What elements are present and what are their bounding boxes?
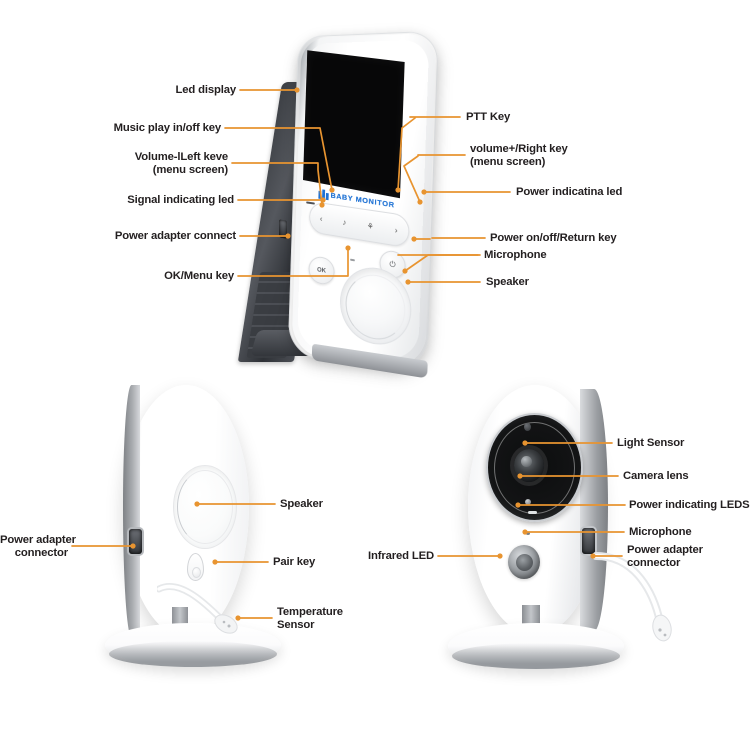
ptt-key-icon[interactable]: ⚘	[366, 220, 374, 231]
label-microphone: Microphone	[484, 249, 547, 261]
label-signal-indicating-led: Signal indicating led	[127, 194, 234, 206]
power-indicating-led	[525, 499, 531, 505]
label-led-display: Led display	[175, 84, 237, 96]
label-power-indicating-led: Power indicatina led	[516, 186, 623, 198]
label-music-play-key: Music play in/off key	[113, 122, 221, 134]
music-play-key-icon[interactable]: ♪	[342, 217, 347, 227]
label-volume-left-key: Volume-lLeft keve (menu screen)	[134, 151, 228, 176]
label-camera-lens: Camera lens	[623, 470, 689, 482]
label-speaker-monitor: Speaker	[486, 276, 529, 288]
pair-key-button[interactable]	[187, 553, 204, 581]
handheld-monitor-unit: BABY MONITOR ‹ ♪ ⚘ › OK ⏻	[237, 30, 460, 379]
label-ok-menu-key: OK/Menu key	[164, 270, 234, 282]
label-pair-key: Pair key	[273, 556, 316, 568]
camera-lens-plate	[486, 413, 583, 522]
camera-rear-edge	[123, 385, 140, 637]
camera-front-view	[430, 385, 672, 675]
front-temperature-probe	[592, 552, 672, 642]
front-power-adapter-connector	[582, 528, 595, 554]
label-power-return-key: Power on/off/Return key	[490, 232, 617, 244]
label-front-power-adapter-connector: Power adapter connector	[627, 544, 703, 569]
label-power-adapter-connect: Power adapter connect	[114, 230, 236, 242]
camera-rear-base-shadow	[109, 641, 277, 667]
label-volume-right-key: volume+/Right key (menu screen)	[470, 143, 568, 168]
volume-left-key-icon[interactable]: ‹	[319, 213, 323, 223]
label-front-microphone: Microphone	[629, 526, 692, 538]
label-temperature-sensor: Temperature Sensor	[277, 606, 343, 631]
camera-lens	[514, 449, 544, 482]
front-microphone	[526, 532, 530, 535]
label-ptt-key: PTT Key	[466, 111, 511, 123]
label-infrared-led: Infrared LED	[368, 550, 434, 562]
rear-power-adapter-connector	[129, 529, 142, 554]
led-display-screen	[302, 50, 405, 199]
camera-front-base-shadow	[452, 643, 620, 669]
rear-speaker	[173, 465, 237, 549]
power-indicating-led-strip	[528, 511, 537, 514]
label-light-sensor: Light Sensor	[617, 437, 685, 449]
brand-logo-mark	[318, 188, 329, 200]
label-rear-power-adapter-connector: Power adapter connector	[0, 534, 76, 559]
label-speaker-rear: Speaker	[280, 498, 323, 510]
power-adapter-port	[279, 219, 287, 239]
camera-front-rim	[580, 389, 608, 631]
infrared-led	[508, 545, 540, 579]
light-sensor	[524, 423, 531, 431]
camera-rear-view	[95, 385, 305, 675]
temperature-sensor-probe	[157, 583, 238, 634]
label-power-indicating-leds: Power indicating LEDS	[629, 499, 750, 511]
volume-right-key-icon[interactable]: ›	[394, 225, 398, 235]
